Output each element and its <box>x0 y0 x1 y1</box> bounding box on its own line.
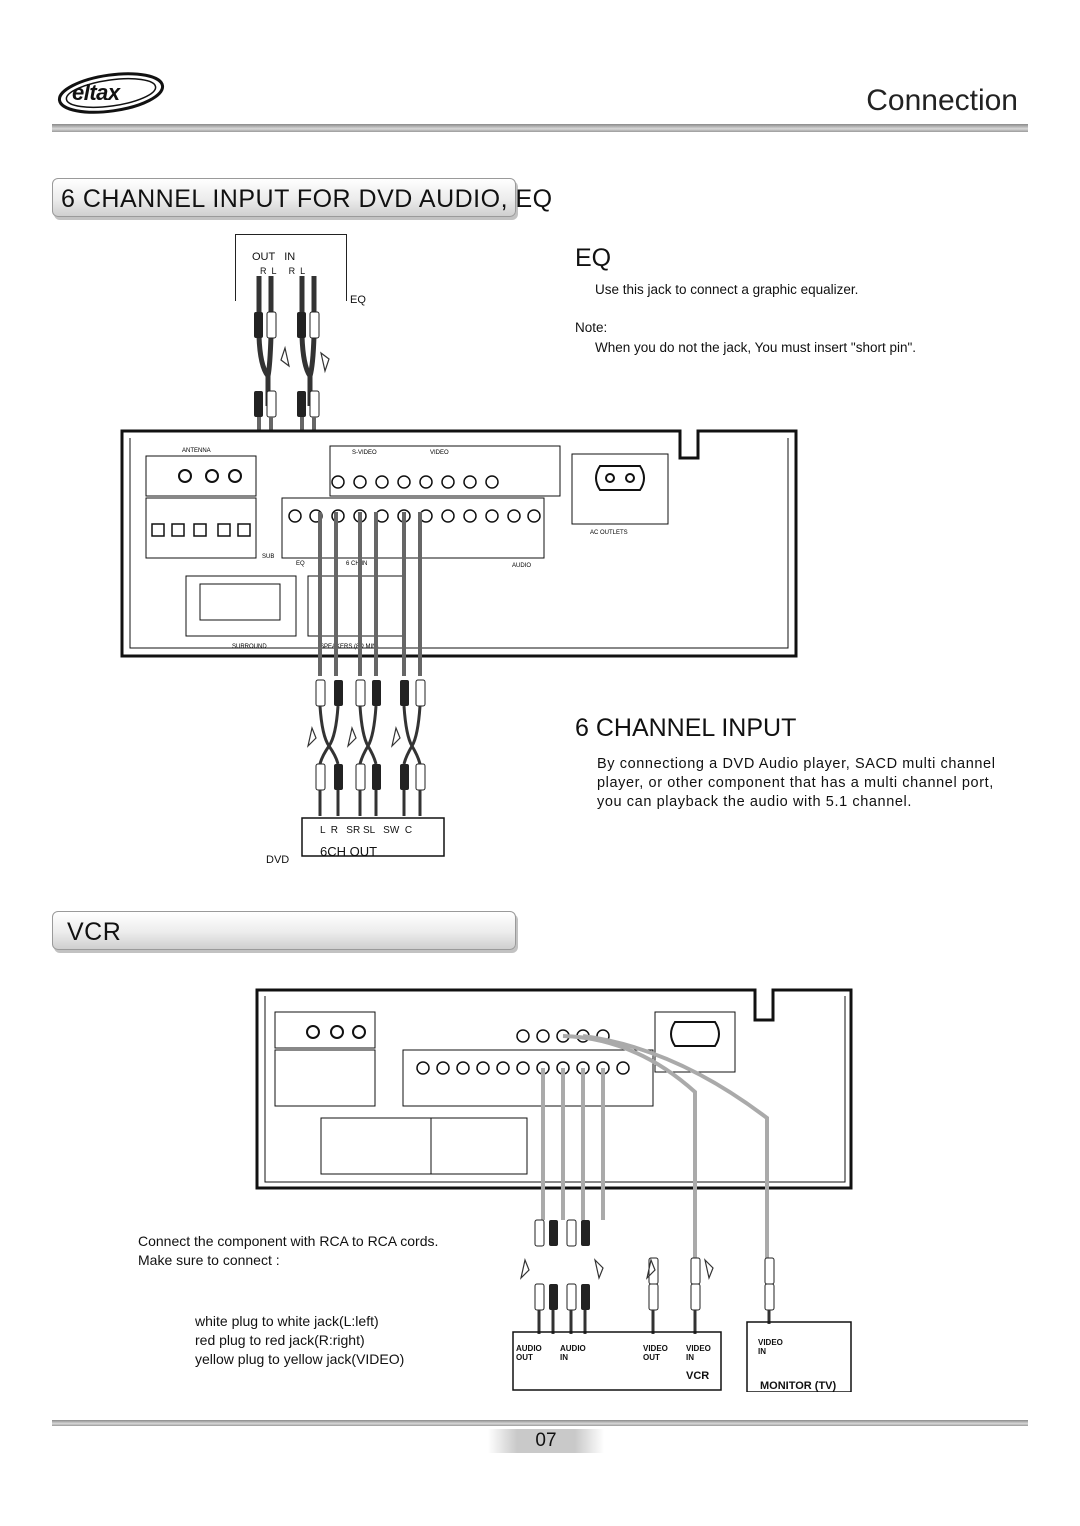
eq-title: EQ <box>575 244 612 272</box>
up-arrow-icon <box>320 351 330 374</box>
eq-plugs <box>254 311 320 418</box>
section-heading-vcr-text: VCR <box>67 918 122 946</box>
vcr-intro: Connect the component with RCA to RCA co… <box>138 1233 439 1268</box>
header-rule <box>52 124 1028 132</box>
eq-cables <box>256 276 317 406</box>
vcr-connection-diagram <box>255 988 853 1392</box>
svg-text:SUB: SUB <box>262 554 274 560</box>
receiver-rear-panel-vcr <box>255 988 853 1190</box>
page-section-title: Connection <box>866 84 1018 117</box>
svg-text:VIDEO: VIDEO <box>430 450 449 456</box>
vcr-line-white: white plug to white jack(L:left) <box>195 1313 379 1329</box>
down-arrow-icon <box>703 1258 714 1281</box>
up-arrow-icon <box>519 1257 530 1280</box>
dvd-device-tag: DVD <box>266 854 290 866</box>
vcr-audio-out-label: AUDIO OUT <box>516 1344 542 1362</box>
eq-description: Use this jack to connect a graphic equal… <box>595 282 859 297</box>
vcr-name: VCR <box>686 1370 710 1382</box>
up-arrow-icon <box>306 725 317 748</box>
svg-text:SURROUND: SURROUND <box>232 644 267 650</box>
svg-text:AC OUTLETS: AC OUTLETS <box>590 530 628 536</box>
six-channel-title: 6 CHANNEL INPUT <box>575 714 797 742</box>
up-arrow-icon <box>390 725 401 748</box>
vcr-video-in-label: VIDEO IN <box>686 1344 711 1362</box>
eltax-logo: eltax <box>56 72 166 119</box>
vcr-line-red: red plug to red jack(R:right) <box>195 1332 365 1348</box>
vcr-box <box>512 1331 722 1391</box>
up-arrow-icon <box>346 725 357 748</box>
six-channel-description: By connectiong a DVD Audio player, SACD … <box>597 756 996 810</box>
six-channel-connection-diagram: ANTENNA SUB S-VIDEO VIDEO AC OUTLETS <box>120 276 798 676</box>
monitor-video-in-label: VIDEO IN <box>758 1338 783 1356</box>
vcr-line-yellow: yellow plug to yellow jack(VIDEO) <box>195 1351 405 1367</box>
receiver-rear-panel: ANTENNA SUB S-VIDEO VIDEO AC OUTLETS <box>120 429 798 658</box>
eq-note-label: Note: <box>575 320 608 335</box>
section-heading-6ch: 6 CHANNEL INPUT FOR DVD AUDIO, EQ <box>52 178 552 217</box>
logo-text: eltax <box>72 80 120 105</box>
six-channel-cables <box>318 512 422 676</box>
down-arrow-icon <box>280 345 290 368</box>
dvd-out-label: 6CH OUT <box>320 844 378 859</box>
up-arrow-icon <box>645 1257 656 1280</box>
vcr-audio-in-label: AUDIO IN <box>560 1344 586 1362</box>
footer-rule <box>52 1420 1028 1426</box>
dvd-plugs <box>301 679 445 857</box>
svg-text:EQ: EQ <box>296 561 305 567</box>
svg-text:6 CH IN: 6 CH IN <box>346 561 367 567</box>
eq-device-tag: EQ <box>350 294 366 306</box>
section-heading-vcr: VCR <box>52 911 516 950</box>
vcr-video-out-label: VIDEO OUT <box>643 1344 668 1362</box>
monitor-name: MONITOR (TV) <box>760 1380 837 1392</box>
dvd-channel-labels: L R SR SL SW C <box>320 825 413 836</box>
monitor-box <box>746 1321 852 1392</box>
svg-text:SPEAKERS (8Ω MIN): SPEAKERS (8Ω MIN) <box>320 644 379 650</box>
antenna-label: ANTENNA <box>182 448 211 454</box>
page-number: 07 <box>535 1430 557 1451</box>
eq-channel-label: R L R L <box>260 266 306 276</box>
svg-text:S-VIDEO: S-VIDEO <box>352 450 377 456</box>
section-heading-6ch-text: 6 CHANNEL INPUT FOR DVD AUDIO, EQ <box>61 185 553 213</box>
down-arrow-icon <box>593 1258 604 1281</box>
svg-text:AUDIO: AUDIO <box>512 563 531 569</box>
vcr-cables <box>541 1034 769 1258</box>
eq-out-in-label: OUT IN <box>252 251 296 263</box>
eq-device: OUT IN R L R L <box>235 234 347 301</box>
page-number-box: 07 <box>488 1429 604 1453</box>
eq-note-text: When you do not the jack, You must inser… <box>595 340 917 355</box>
